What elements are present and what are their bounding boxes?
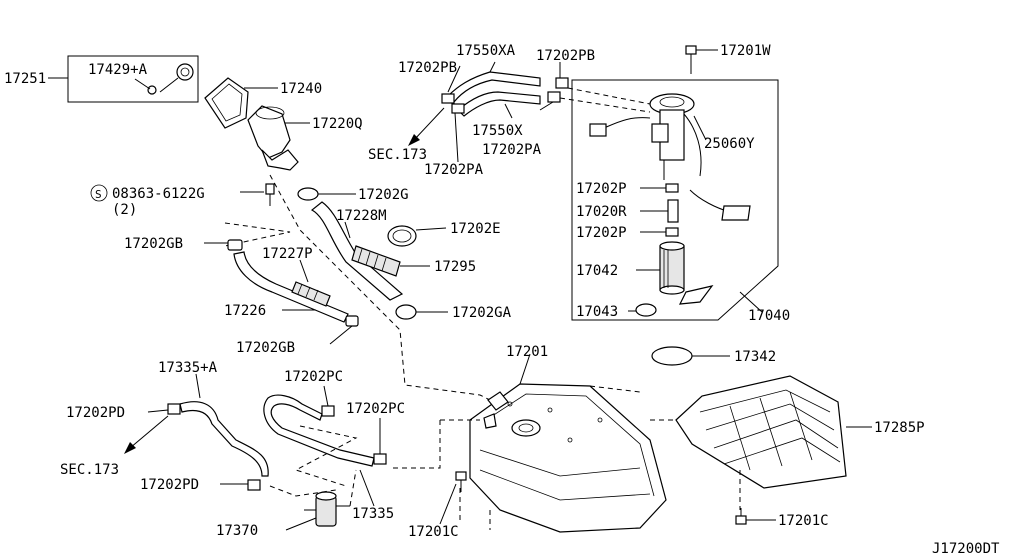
bolt-17201c-left xyxy=(455,471,467,481)
hose-17550xa xyxy=(447,71,541,103)
label-17202p-lower: 17202P xyxy=(576,225,627,241)
filler-neck-part xyxy=(247,105,310,171)
label-08363-qty: (2) xyxy=(112,202,137,218)
label-17201w: 17201W xyxy=(720,43,771,59)
label-17042: 17042 xyxy=(576,263,618,279)
label-17227p: 17227P xyxy=(262,246,313,262)
label-17202pd-lower: 17202PD xyxy=(140,477,199,493)
label-25060y: 25060Y xyxy=(704,136,755,152)
label-17295: 17295 xyxy=(434,259,476,275)
clamp-17202pd-upper xyxy=(167,403,181,415)
svg-text:S: S xyxy=(95,188,102,201)
gasket-17342 xyxy=(651,346,730,366)
label-17201: 17201 xyxy=(506,344,548,360)
label-08363: 08363-6122G xyxy=(112,186,205,202)
clamp-17202g xyxy=(297,187,356,201)
clamp-17202p-upper xyxy=(665,183,679,193)
label-17202pd-upper: 17202PD xyxy=(66,405,125,421)
fuel-pump-assembly xyxy=(571,45,779,321)
hose-17227p xyxy=(291,259,331,307)
hose-17228m xyxy=(310,201,404,301)
bracket-17040 xyxy=(571,79,779,321)
label-17429a: 17429+A xyxy=(88,62,148,78)
label-17220q: 17220Q xyxy=(312,116,363,132)
label-17240: 17240 xyxy=(280,81,322,97)
label-17202ga: 17202GA xyxy=(452,305,512,321)
hose-17226 xyxy=(233,251,349,323)
clamp-17202pb-left xyxy=(441,93,455,104)
label-17202pa-right: 17202PA xyxy=(482,142,542,158)
hose-17550x xyxy=(457,91,541,117)
label-17370: 17370 xyxy=(216,523,258,539)
clamp-17202pb-right xyxy=(555,77,569,89)
protector-17285p xyxy=(650,375,872,525)
canister-17370 xyxy=(269,469,357,531)
clamp-17202p-lower xyxy=(665,227,679,237)
clamp-17202gb-upper xyxy=(204,239,243,251)
hose-group-left xyxy=(204,174,501,406)
label-17202gb-upper: 17202GB xyxy=(124,236,183,252)
label-17285p: 17285P xyxy=(874,420,925,436)
hose-17335 xyxy=(263,394,375,467)
clamp-17202pd-lower xyxy=(247,479,261,491)
bolt-17201w xyxy=(685,45,718,74)
label-17202pb-left: 17202PB xyxy=(398,60,457,76)
label-17202pb-right: 17202PB xyxy=(536,48,595,64)
hose-17335a xyxy=(179,401,269,477)
clamp-17202pa-right xyxy=(547,91,561,103)
label-17202pc-upper: 17202PC xyxy=(284,369,343,385)
part-labels: 17251 17429+A 17240 17220Q 08363-6122G (… xyxy=(4,43,1000,557)
hose-17295 xyxy=(351,245,430,277)
label-17020r: 17020R xyxy=(576,204,627,220)
bracket-17251 xyxy=(67,55,199,103)
filter-17043 xyxy=(628,285,714,317)
clamp-17202ga xyxy=(395,304,448,320)
label-17550xa: 17550XA xyxy=(456,43,516,59)
label-17040: 17040 xyxy=(748,308,790,324)
clamp-17202gb-lower xyxy=(329,315,359,345)
filler-gasket-part xyxy=(204,77,278,129)
hose-group-upper xyxy=(408,61,651,163)
label-17202gb-lower: 17202GB xyxy=(236,340,295,356)
clamp-17202pc-upper xyxy=(321,405,335,417)
label-17202pa-left: 17202PA xyxy=(424,162,484,178)
fuel-tank-17201 xyxy=(390,353,667,533)
label-17202g: 17202G xyxy=(358,187,409,203)
hose-17020r xyxy=(667,199,679,223)
label-sec173-upper: SEC.173 xyxy=(368,147,427,163)
label-17201c-right: 17201C xyxy=(778,513,829,529)
label-17251: 17251 xyxy=(4,71,46,87)
label-17202e: 17202E xyxy=(450,221,501,237)
clamp-17202pc-lower xyxy=(373,453,387,465)
bolt-08363: S xyxy=(90,183,275,206)
diagram-id: J17200DT xyxy=(932,541,1000,557)
label-17226: 17226 xyxy=(224,303,266,319)
label-17335a: 17335+A xyxy=(158,360,218,376)
hose-group-lower xyxy=(124,373,467,531)
label-17550x: 17550X xyxy=(472,123,523,139)
label-sec173-lower: SEC.173 xyxy=(60,462,119,478)
clamp-17202e xyxy=(387,225,447,247)
label-17335: 17335 xyxy=(352,506,394,522)
label-17228m: 17228M xyxy=(336,208,387,224)
clamp-17202pa-left xyxy=(451,103,465,114)
label-17043: 17043 xyxy=(576,304,618,320)
label-17202pc-lower: 17202PC xyxy=(346,401,405,417)
label-17201c-left: 17201C xyxy=(408,524,459,540)
filler-cap-part xyxy=(134,63,194,95)
label-17342: 17342 xyxy=(734,349,776,365)
filler-cap-group: S xyxy=(48,55,310,206)
label-17202p-upper: 17202P xyxy=(576,181,627,197)
bolt-17201c-right xyxy=(735,515,747,525)
pump-top-part xyxy=(589,93,751,221)
pump-17042 xyxy=(636,241,685,295)
